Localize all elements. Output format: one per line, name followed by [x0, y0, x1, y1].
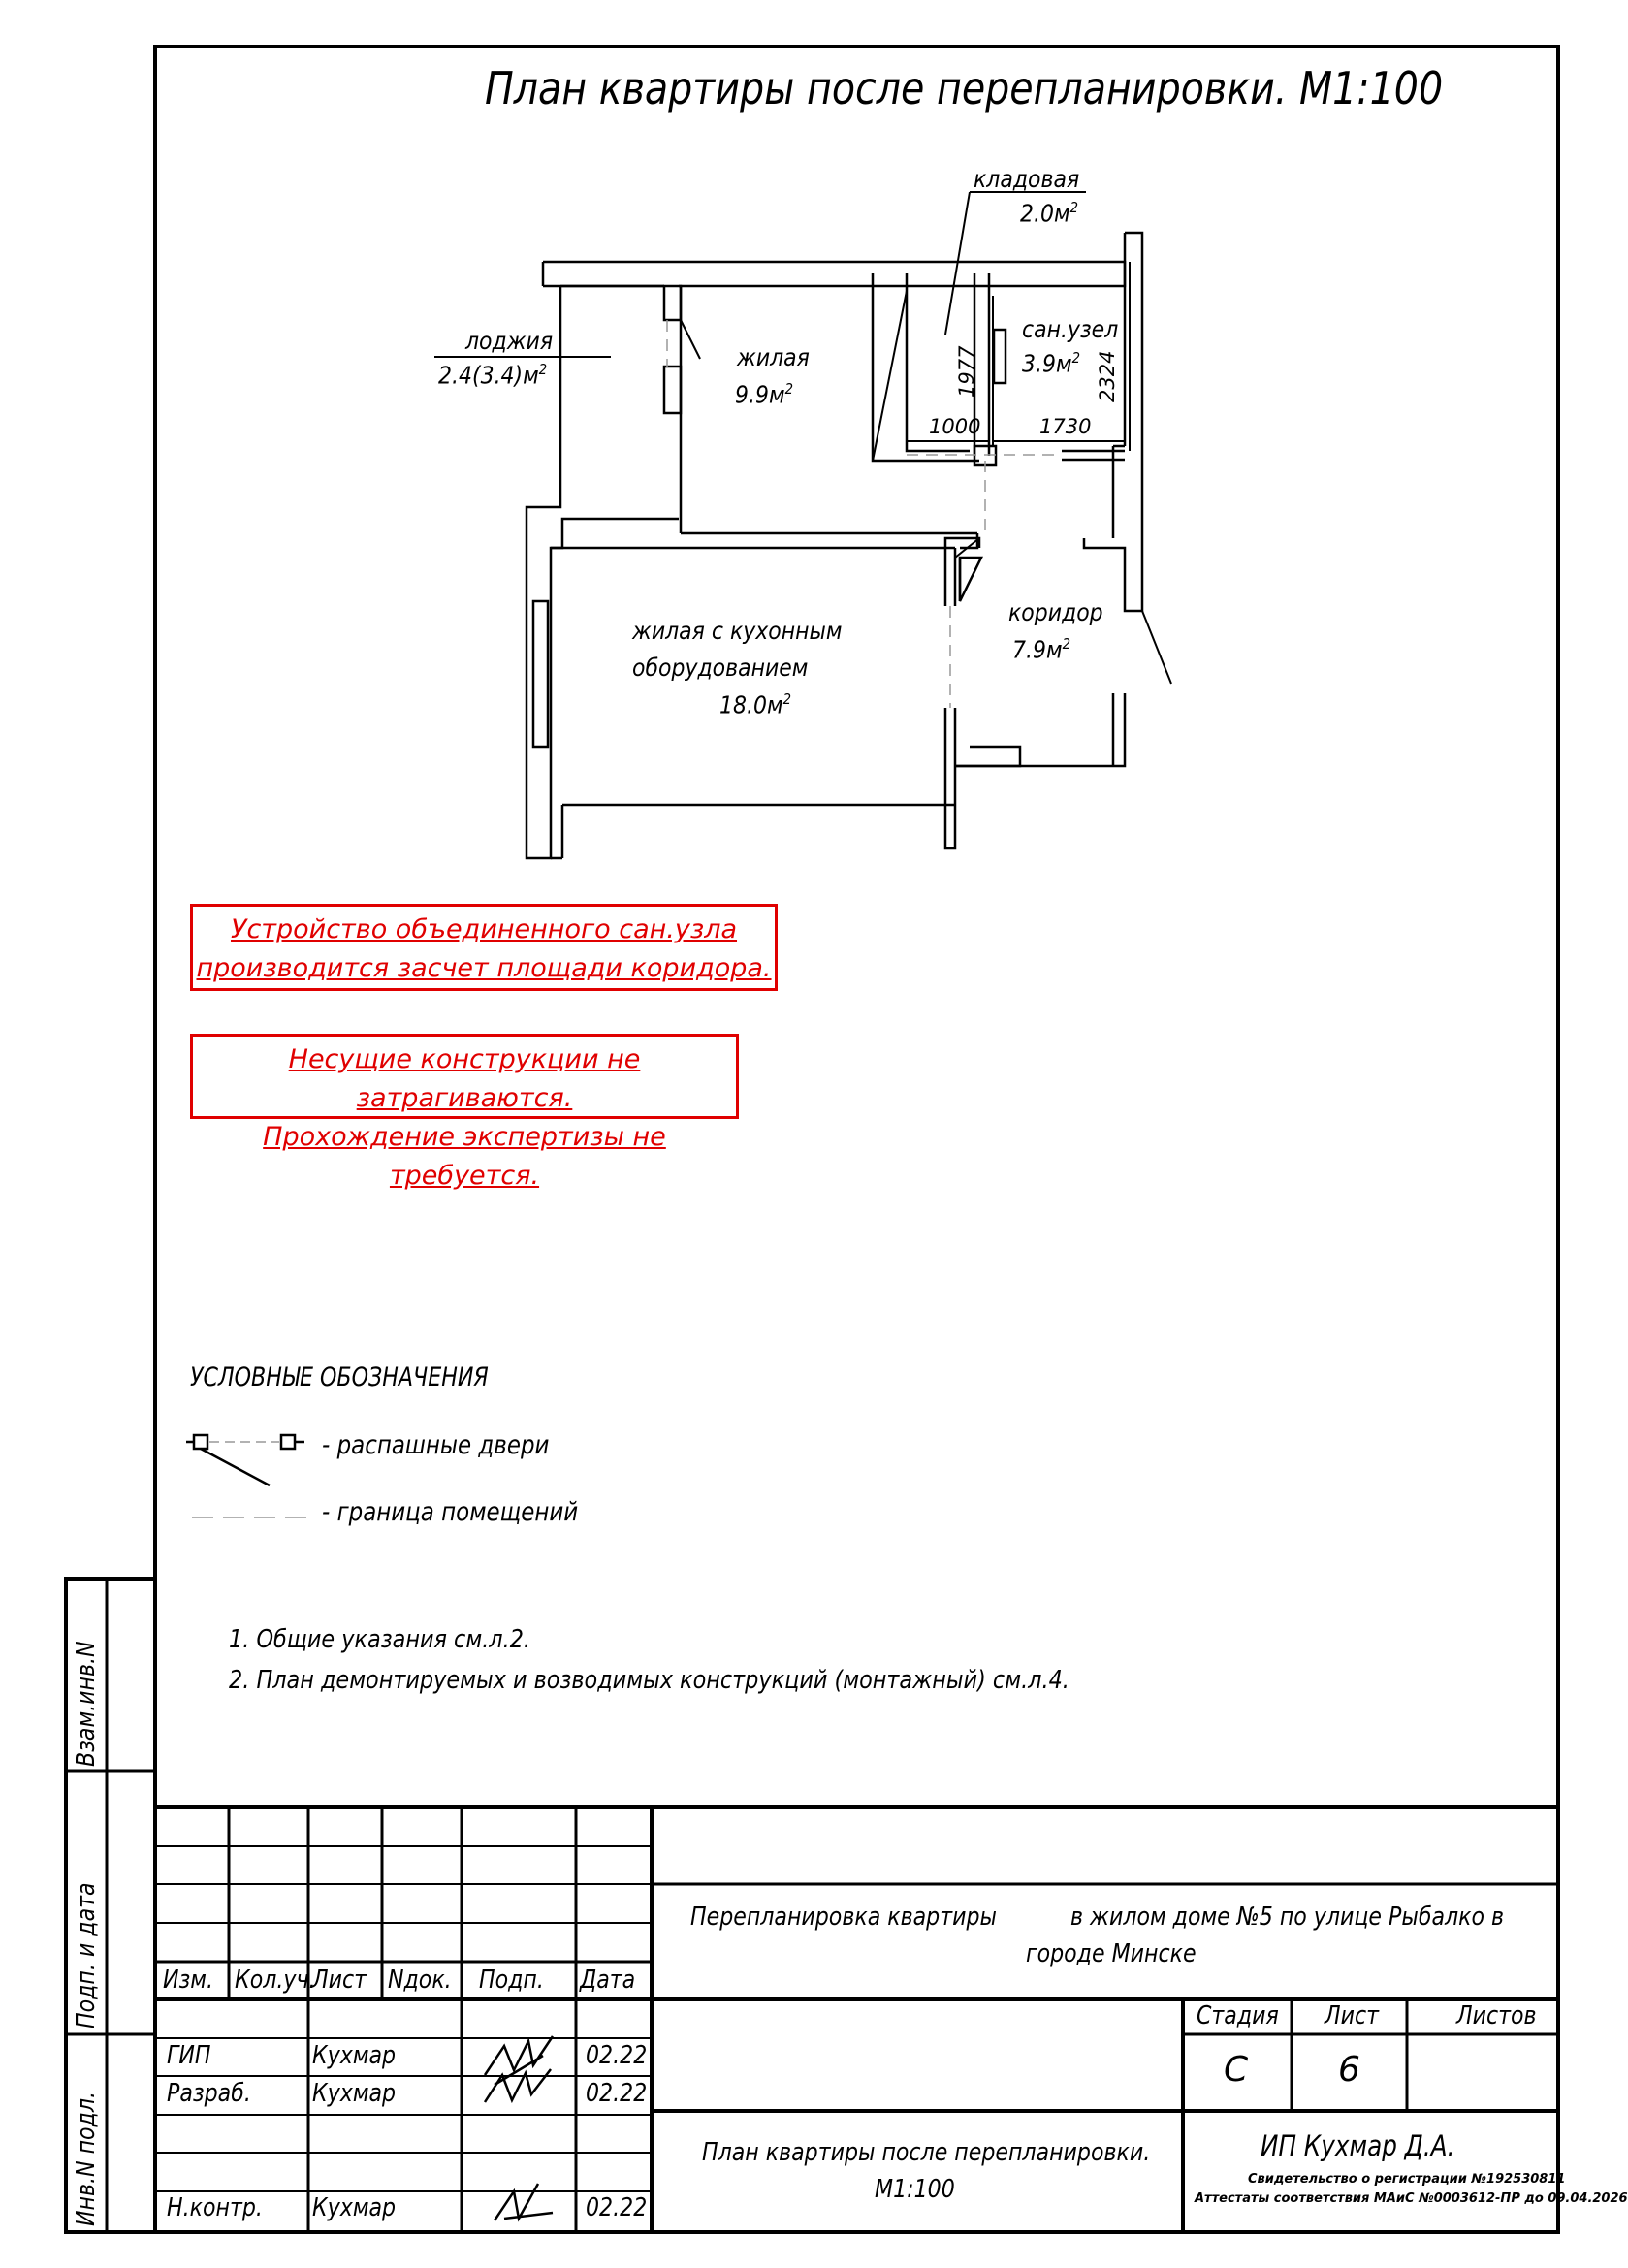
tb-role-nkontr: Н.контр.	[167, 2193, 263, 2222]
loggia-area: 2.4(3.4)м2	[438, 361, 548, 390]
note-bathroom: Устройство объединенного сан.узла произв…	[190, 904, 778, 991]
tb-date-razrab: 02.22	[586, 2079, 648, 2108]
pantry-area: 2.0м2	[1020, 199, 1078, 228]
bathroom-name: сан.узел	[1022, 315, 1119, 343]
note-structures: Несущие конструкции не затрагиваются. Пр…	[190, 1034, 739, 1191]
cert-line1: Свидетельство о регистрации №192530811	[1248, 2172, 1566, 2187]
project-line1b: в жилом доме №5 по улице Рыбалко в	[1070, 1902, 1505, 1932]
general-note-1: 1. Общие указания см.л.2.	[229, 1625, 531, 1654]
bathroom-area: 3.9м2	[1022, 349, 1080, 378]
legend-boundary: - граница помещений	[322, 1497, 579, 1527]
sheet-value: 6	[1338, 2050, 1360, 2090]
tb-role-razrab: Разраб.	[167, 2079, 251, 2108]
dim-1000: 1000	[929, 415, 981, 438]
sheet-title: План квартиры после перепланировки. М1:1…	[485, 62, 1444, 114]
stage-value: С	[1224, 2050, 1249, 2090]
living-kitchen-area: 18.0м2	[719, 690, 791, 719]
signature-nkontr	[493, 2183, 554, 2222]
pantry-name: кладовая	[974, 165, 1080, 193]
note-structures-line2: Прохождение экспертизы не требуется.	[263, 1122, 666, 1191]
signature-gip	[483, 2035, 555, 2087]
stage-label: Стадия	[1197, 2001, 1279, 2030]
tb-header-list: Лист	[312, 1965, 367, 1995]
corridor-area: 7.9м2	[1012, 635, 1070, 664]
tb-name-nkontr: Кухмар	[312, 2193, 397, 2222]
signature-razrab	[483, 2068, 552, 2104]
legend-doors: - распашные двери	[322, 1430, 550, 1460]
dim-1977: 1977	[955, 345, 978, 398]
tb-header-ndok: Nдок.	[388, 1965, 452, 1995]
legend-title: УСЛОВНЫЕ ОБОЗНАЧЕНИЯ	[190, 1362, 489, 1392]
side-vzam: Взам.инв.N	[72, 1641, 101, 1767]
cert-line2: Аттестаты соответствия МАиС №0003612-ПР …	[1195, 2191, 1628, 2206]
tb-name-razrab: Кухмар	[312, 2079, 397, 2108]
boundary-line-icon	[192, 1517, 306, 1518]
side-inv: Инв.N подл.	[72, 2092, 101, 2226]
drawing-title-line1: План квартиры после перепланировки.	[702, 2138, 1151, 2167]
sheets-label: Листов	[1456, 2001, 1537, 2030]
note-structures-line1: Несущие конструкции не затрагиваются.	[288, 1044, 641, 1113]
corridor-name: коридор	[1008, 598, 1103, 626]
tb-role-gip: ГИП	[167, 2041, 211, 2070]
dim-2324: 2324	[1096, 350, 1119, 402]
tb-date-gip: 02.22	[586, 2041, 648, 2070]
door-symbol-icon	[186, 1433, 304, 1487]
tb-header-koluch: Кол.уч.	[235, 1965, 316, 1995]
tb-name-gip: Кухмар	[312, 2041, 397, 2070]
living-name: жилая	[737, 343, 810, 371]
general-note-2: 2. План демонтируемых и возводимых конст…	[229, 1666, 1069, 1695]
living-kitchen-name-2: оборудованием	[632, 654, 809, 682]
tb-header-podp: Подп.	[479, 1965, 544, 1995]
project-line1a: Перепланировка квартиры	[690, 1902, 997, 1932]
note-bathroom-line2: производится засчет площади коридора.	[196, 953, 772, 983]
drawing-title-line2: М1:100	[875, 2175, 955, 2204]
side-podp: Подп. и дата	[72, 1882, 101, 2028]
tb-header-izm: Изм.	[163, 1965, 213, 1995]
living-area: 9.9м2	[735, 380, 793, 409]
project-line2: городе Минске	[1026, 1939, 1197, 1968]
note-bathroom-line1: Устройство объединенного сан.узла	[230, 914, 738, 944]
inner-frame	[153, 45, 1560, 2234]
dim-1730: 1730	[1039, 415, 1092, 438]
loggia-name: лоджия	[465, 327, 554, 355]
tb-header-data: Дата	[580, 1965, 636, 1995]
living-kitchen-name-1: жилая с кухонным	[632, 617, 843, 645]
sheet-label: Лист	[1325, 2001, 1380, 2030]
side-stamp-frame	[64, 1577, 157, 2234]
tb-date-nkontr: 02.22	[586, 2193, 648, 2222]
company-name: ИП Кухмар Д.А.	[1261, 2129, 1455, 2162]
